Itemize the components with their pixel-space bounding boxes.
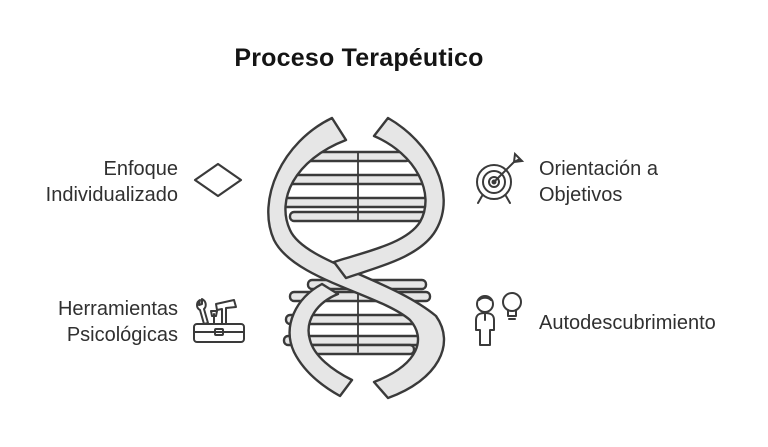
diagram-title: Proceso Terapéutico [234, 44, 484, 72]
label-orientacion-objetivos: Orientación a Objetivos [539, 156, 658, 208]
label-line: Enfoque [103, 158, 178, 180]
label-line: Objetivos [539, 184, 623, 206]
label-line: Orientación a [539, 158, 658, 180]
label-autodescubrimiento: Autodescubrimiento [539, 310, 716, 336]
helix-strand-back-lower [288, 282, 354, 398]
label-line: Psicológicas [66, 324, 178, 346]
toolbox-icon [193, 298, 245, 343]
person-lightbulb-icon [475, 292, 522, 346]
target-icon [476, 151, 525, 204]
dna-helix-graphic [267, 116, 446, 400]
label-line: Autodescubrimiento [539, 312, 716, 334]
diamond-icon [193, 162, 243, 198]
label-line: Individualizado [45, 184, 178, 206]
label-enfoque-individualizado: Enfoque Individualizado [46, 156, 178, 208]
label-line: Herramientas [57, 298, 178, 320]
helix-strand-front [267, 116, 446, 400]
helix-strand-back [332, 116, 445, 280]
helix-rungs-upper [280, 150, 444, 223]
label-herramientas-psicologicas: Herramientas Psicológicas [58, 296, 178, 348]
